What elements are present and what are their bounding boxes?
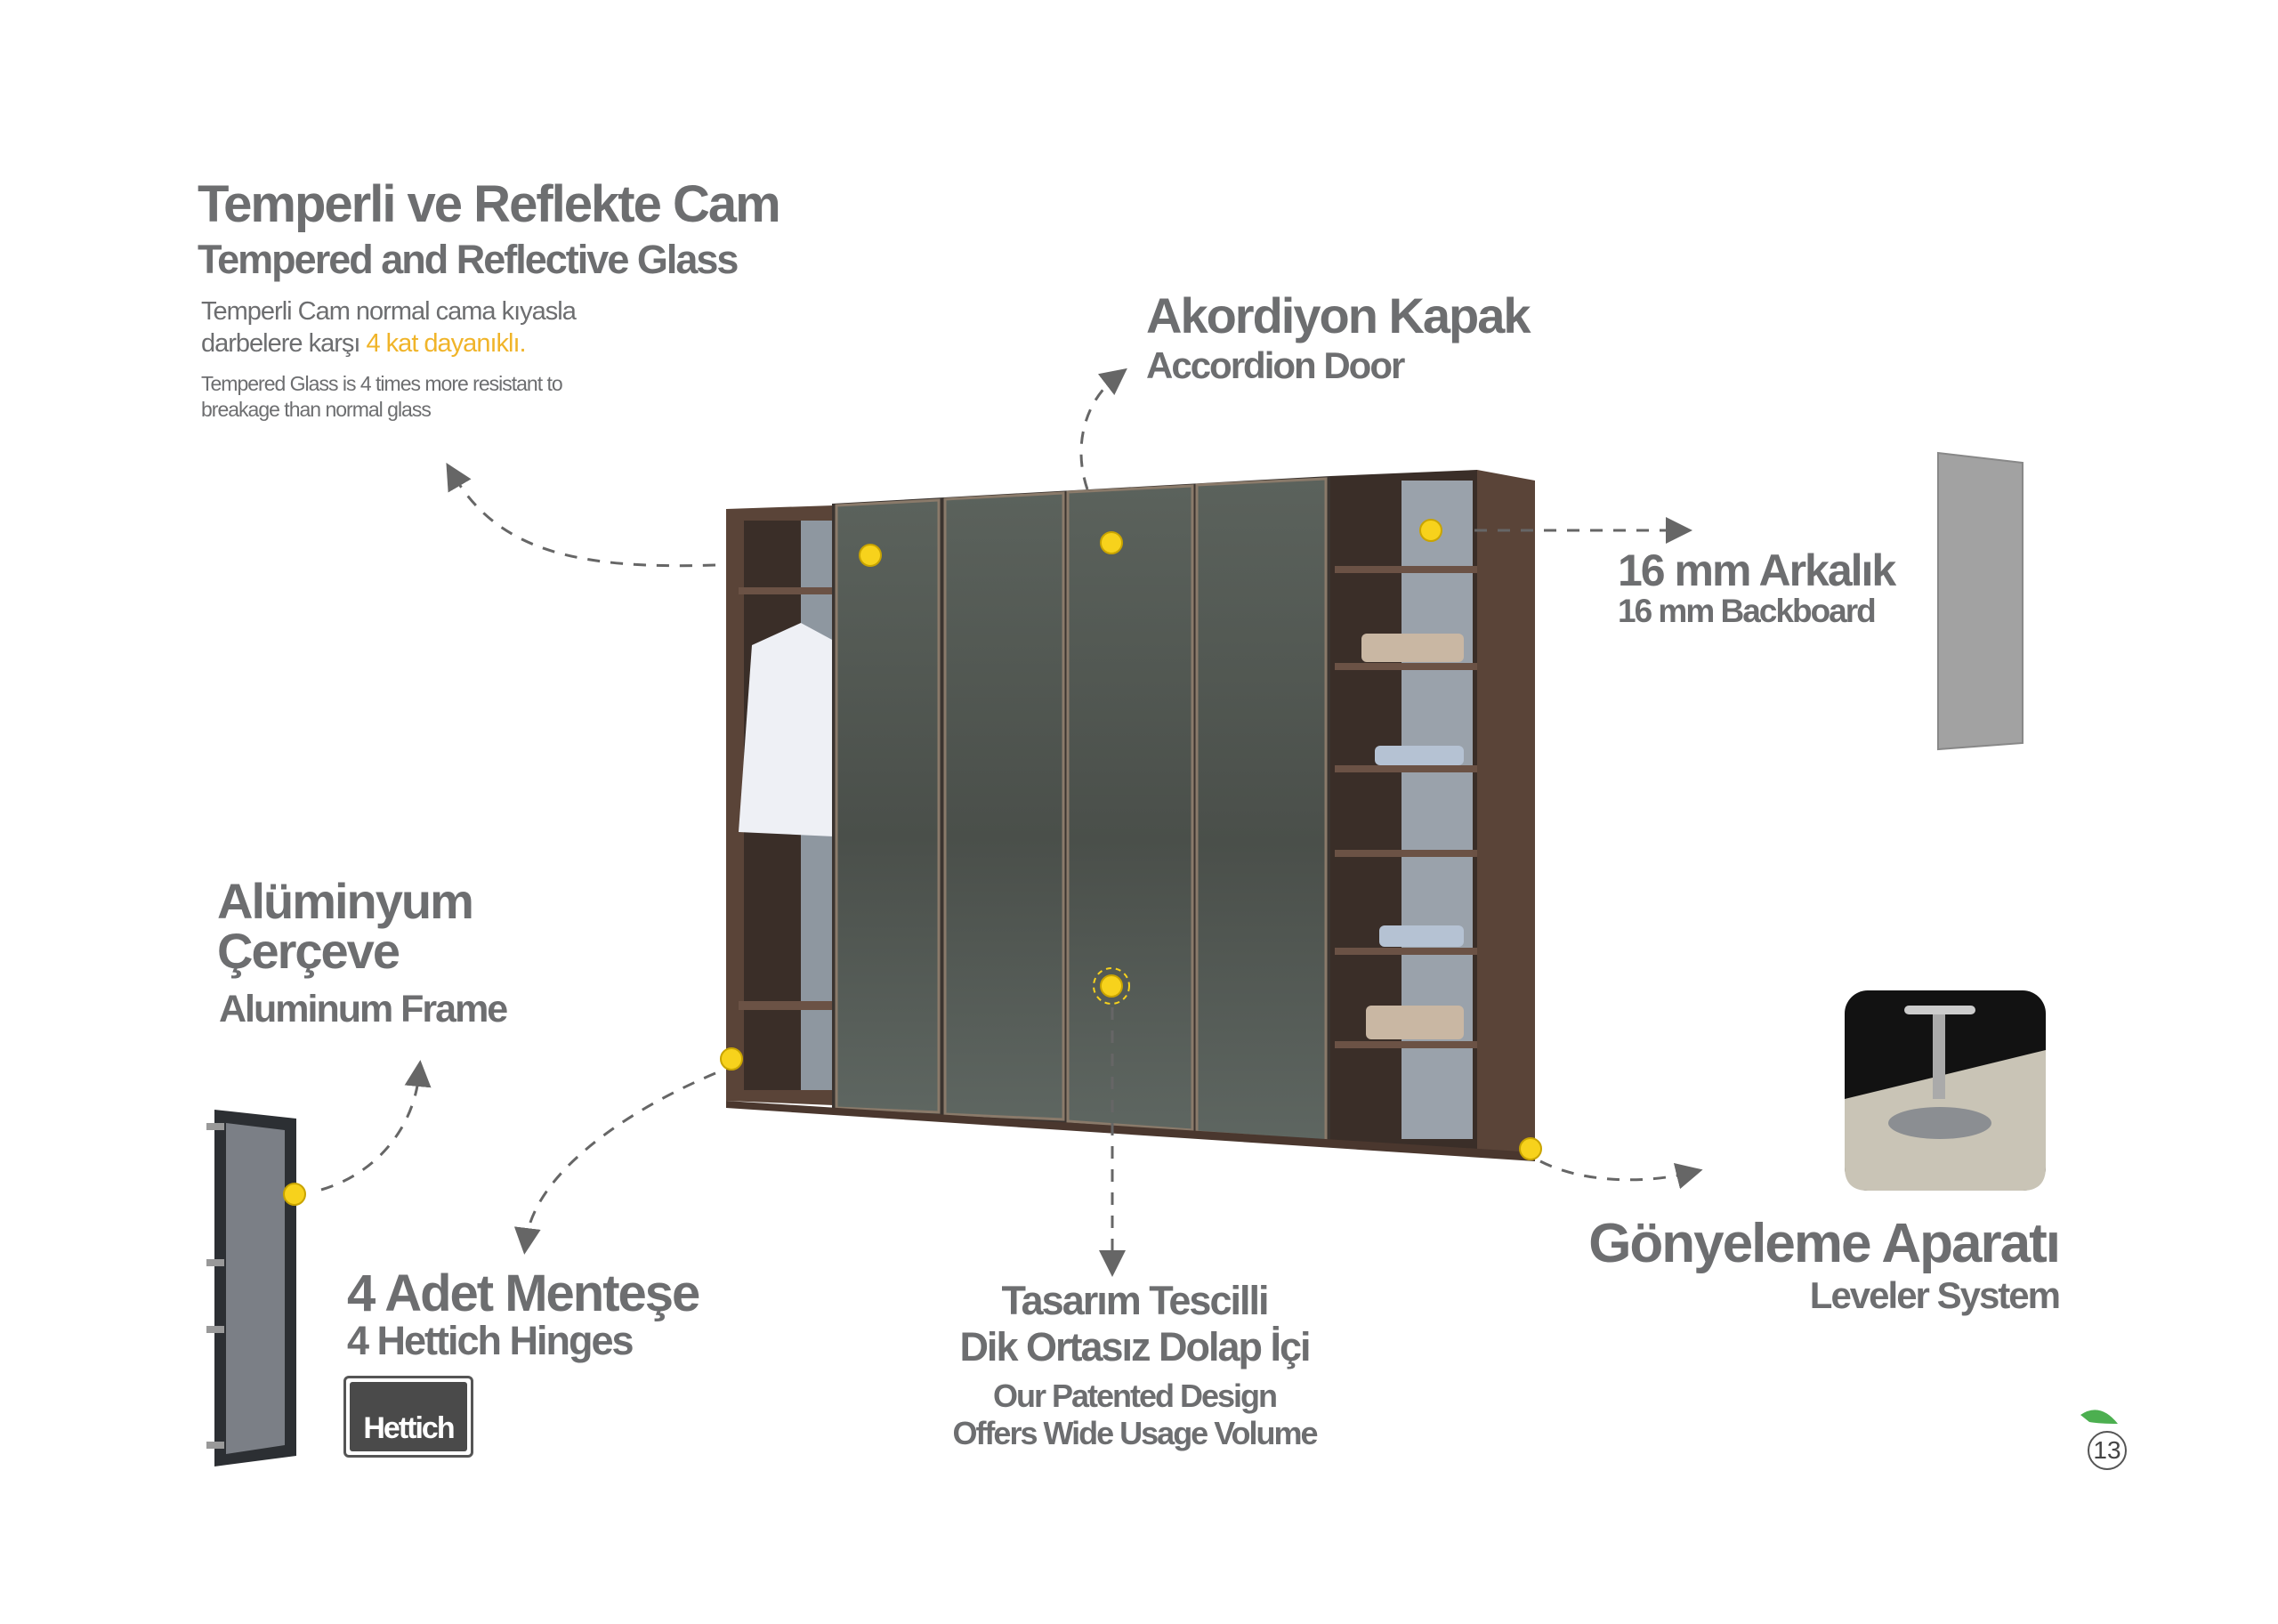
- frame-title-en: Aluminum Frame: [219, 988, 508, 1030]
- interior-title-tr-2: Dik Ortasız Dolap İçi: [959, 1324, 1311, 1369]
- backboard-panel-image: [1937, 451, 2024, 751]
- backboard-title-en: 16 mm Backboard: [1618, 593, 1877, 629]
- glass-title-en: Tempered and Reflective Glass: [198, 237, 739, 282]
- interior-title-tr-1: Tasarım Tescilli: [1001, 1278, 1270, 1323]
- hinges-title-en: 4 Hettich Hinges: [347, 1318, 634, 1363]
- aluminum-frame-image: [206, 1110, 296, 1466]
- accordion-title-en: Accordion Door: [1146, 344, 1405, 386]
- leveler-photo: [1845, 990, 2046, 1191]
- hettich-logo: Hettich: [343, 1376, 473, 1458]
- backboard-title-tr: 16 mm Arkalık: [1618, 545, 1896, 595]
- glass-desc-highlight: 4 kat dayanıklı.: [366, 329, 527, 358]
- glass-title-tr: Temperli ve Reflekte Cam: [198, 175, 781, 233]
- glass-desc-en-2: breakage than normal glass: [201, 398, 432, 421]
- hinges-title-tr: 4 Adet Menteşe: [347, 1264, 700, 1322]
- wardrobe-image: [726, 470, 1535, 1161]
- callout-arrows: [320, 368, 1703, 1277]
- frame-title-tr-2: Çerçeve: [217, 923, 400, 979]
- hotspot-dots: [283, 519, 1542, 1206]
- frame-title-tr-1: Alüminyum: [217, 873, 474, 929]
- leveler-title-en: Leveler System: [1809, 1274, 2061, 1316]
- hettich-logo-text: Hettich: [350, 1382, 467, 1451]
- glass-desc-en-1: Tempered Glass is 4 times more resistant…: [201, 372, 563, 395]
- glass-desc-tr-1: Temperli Cam normal cama kıyasla: [201, 297, 577, 326]
- interior-title-en-2: Offers Wide Usage Volume: [952, 1415, 1318, 1451]
- leaf-icon: [2080, 1410, 2118, 1424]
- glass-desc-tr-2-text: darbelere karşı: [201, 329, 360, 358]
- page-number: 13: [2088, 1431, 2127, 1470]
- glass-desc-tr-2: darbelere karşı 4 kat dayanıklı.: [201, 329, 527, 359]
- interior-title-en-1: Our Patented Design: [992, 1378, 1278, 1414]
- accordion-title-tr: Akordiyon Kapak: [1146, 287, 1531, 343]
- leveler-title-tr: Gönyeleme Aparatı: [1588, 1213, 2061, 1274]
